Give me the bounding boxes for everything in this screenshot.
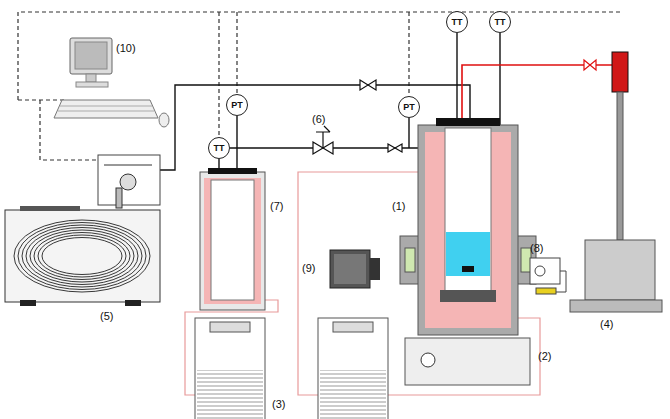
callout-number: (1) <box>392 200 405 212</box>
callout-number: (5) <box>100 310 113 322</box>
light-source <box>530 258 566 294</box>
sensor-tag: TT <box>214 144 225 153</box>
callout-number: (7) <box>270 200 283 212</box>
callout-number: (9) <box>302 262 315 274</box>
sensor-circle: TT <box>489 11 511 33</box>
callout-number: (10) <box>116 42 136 54</box>
callout-number: (2) <box>538 350 551 362</box>
callout-number: (4) <box>600 318 613 330</box>
high-pressure-cell <box>400 118 536 335</box>
valves <box>313 80 402 154</box>
sensor-tag: TT <box>495 18 506 27</box>
magnetic-stirrer <box>405 338 530 385</box>
sensor-circle: PT <box>398 96 420 118</box>
chiller <box>5 155 160 306</box>
thermostatic-baths <box>195 318 388 419</box>
sensor-tag: TT <box>452 18 463 27</box>
sensor-circle: TT <box>208 137 230 159</box>
syringe-line <box>462 60 612 118</box>
sensor-circle: PT <box>226 94 248 116</box>
computer <box>54 38 169 127</box>
syringe-pump <box>570 52 662 312</box>
callout-number: (8) <box>530 242 543 254</box>
callout-number: (3) <box>272 398 285 410</box>
sensor-tag: PT <box>231 101 243 110</box>
camera <box>330 250 380 288</box>
buffer-tank <box>200 168 265 310</box>
sensor-tag: PT <box>403 103 415 112</box>
callout-number: (6) <box>312 113 325 125</box>
sensor-circle: TT <box>446 11 468 33</box>
